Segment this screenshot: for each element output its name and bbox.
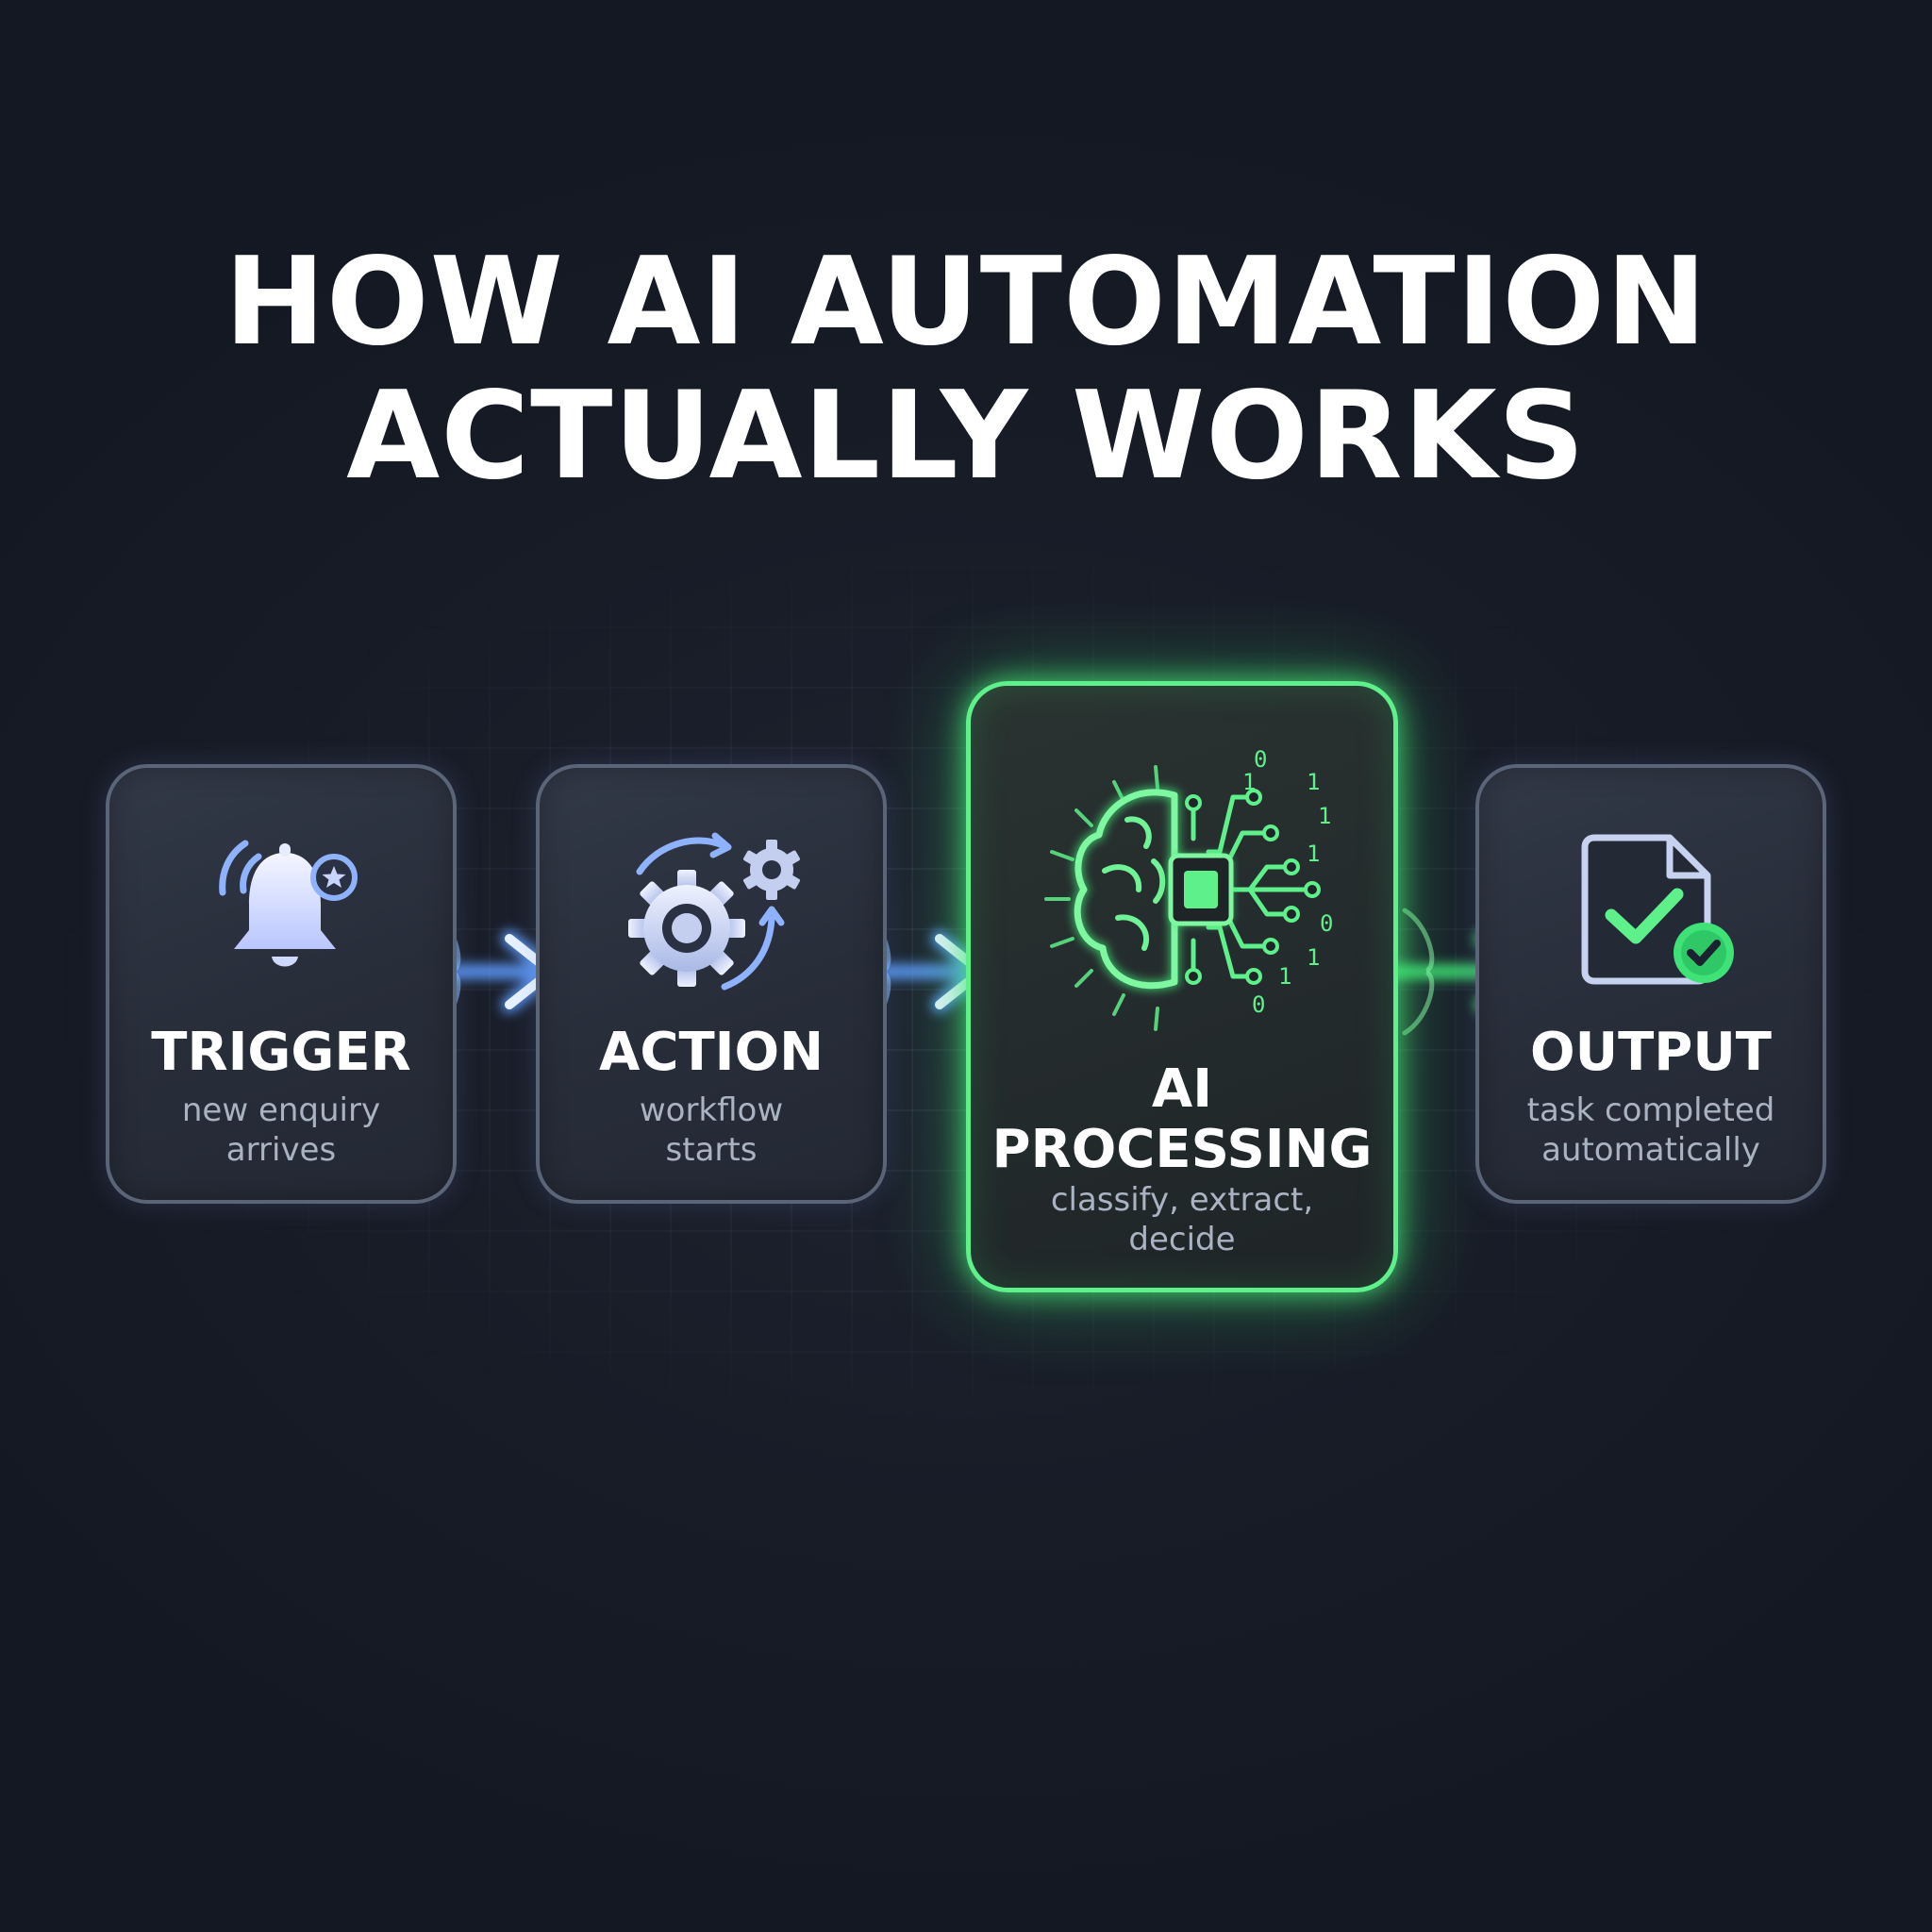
- step-description-line-2: starts: [665, 1131, 758, 1169]
- step-card-ai-processing: 0 1 1 1 1 0 1 1 0 AI PROCESSING classify…: [966, 681, 1398, 1292]
- binary-digit: 1: [1307, 944, 1320, 971]
- step-title-output: OUTPUT: [1530, 1022, 1772, 1083]
- binary-digit: 0: [1252, 991, 1265, 1018]
- bell-icon: [200, 824, 370, 985]
- step-description-line-1: task completed: [1526, 1091, 1775, 1129]
- step-card-action: ACTION workflow starts: [536, 764, 887, 1204]
- document-check-icon: [1579, 824, 1740, 994]
- step-description-line-2: automatically: [1541, 1131, 1760, 1169]
- step-card-output: OUTPUT task completed automatically: [1475, 764, 1826, 1204]
- binary-digit: 0: [1320, 910, 1333, 937]
- binary-digit: 1: [1307, 769, 1320, 795]
- binary-digit: 1: [1307, 841, 1320, 867]
- step-description-line-1: new enquiry: [181, 1091, 381, 1129]
- binary-digit: 1: [1242, 769, 1256, 795]
- title-line-2: ACTUALLY WORKS: [346, 366, 1586, 507]
- step-description-trigger: new enquiry arrives: [109, 1091, 453, 1170]
- step-title-action: ACTION: [599, 1022, 824, 1083]
- step-description-output: task completed automatically: [1479, 1091, 1823, 1170]
- step-description-line-2: decide: [1128, 1221, 1236, 1258]
- page-title: HOW AI AUTOMATION ACTUALLY WORKS: [0, 236, 1932, 504]
- step-description-line-1: workflow: [639, 1091, 784, 1129]
- step-description-line-1: classify, extract,: [1050, 1181, 1314, 1219]
- step-title-line-1: AI: [1151, 1058, 1213, 1120]
- gears-icon: [621, 824, 809, 994]
- step-title-line-2: PROCESSING: [991, 1119, 1373, 1180]
- binary-digit: 1: [1318, 803, 1331, 829]
- binary-digit: 0: [1254, 746, 1267, 773]
- step-title-ai-processing: AI PROCESSING: [971, 1059, 1393, 1180]
- step-title-trigger: TRIGGER: [151, 1022, 411, 1083]
- title-line-1: HOW AI AUTOMATION: [224, 232, 1708, 373]
- step-description-line-2: arrives: [225, 1131, 337, 1169]
- step-description-ai-processing: classify, extract, decide: [971, 1180, 1393, 1259]
- ai-brain-chip-icon: 0 1 1 1 1 0 1 1 0: [1024, 729, 1350, 1031]
- binary-digit: 1: [1278, 963, 1291, 990]
- step-description-action: workflow starts: [540, 1091, 883, 1170]
- step-card-trigger: TRIGGER new enquiry arrives: [106, 764, 457, 1204]
